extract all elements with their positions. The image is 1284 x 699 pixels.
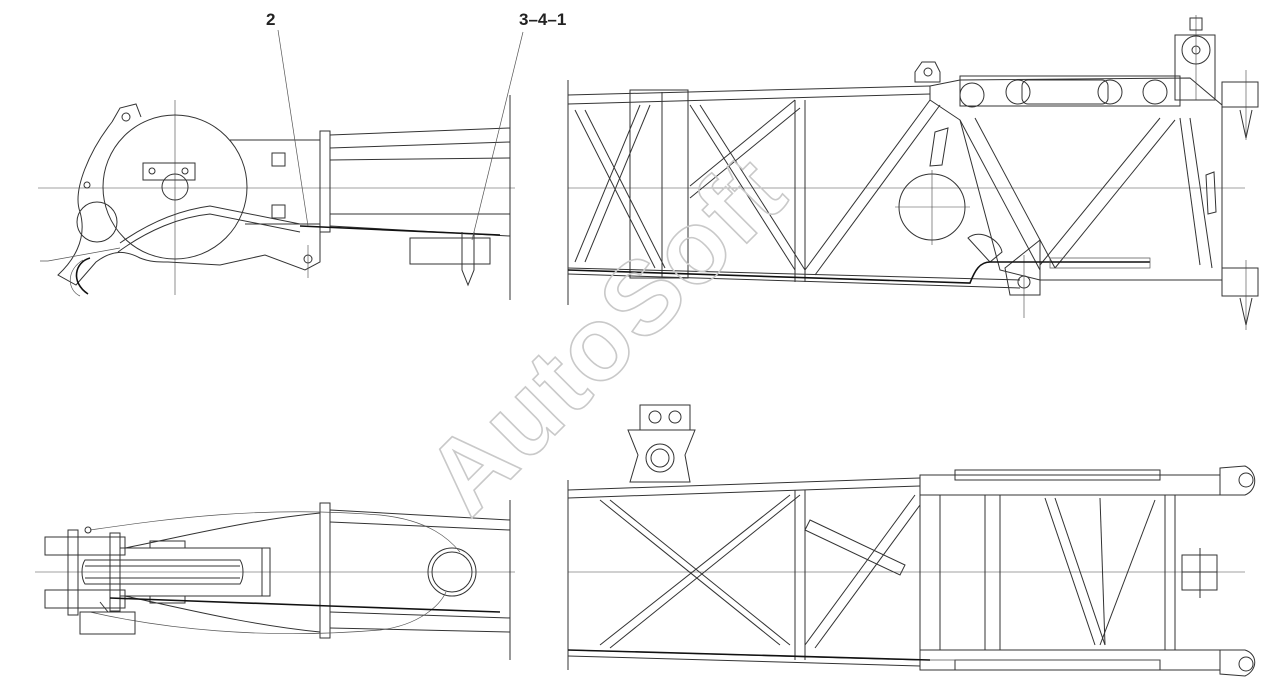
- callout-label-3-4-1: 3–4–1: [519, 10, 566, 29]
- callout-label-2: 2: [266, 10, 275, 29]
- watermark-text: AutoSoft: [404, 133, 808, 537]
- view-top-left-boom-base: [38, 29, 524, 300]
- view-bottom-left-boom-base-top: [35, 500, 515, 660]
- view-top-right-lattice-jib-side: [567, 15, 1259, 330]
- view-bottom-right-lattice-jib-top: [567, 404, 1256, 677]
